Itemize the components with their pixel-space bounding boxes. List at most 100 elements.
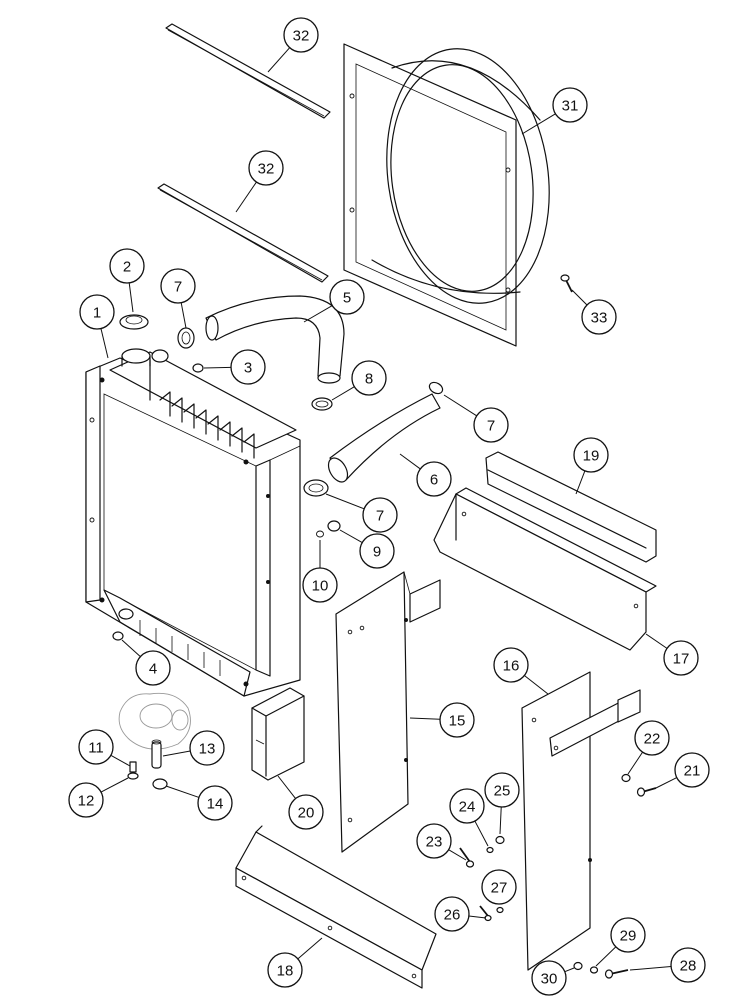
callout-circle-11 — [78, 729, 114, 765]
sleeve-13 — [151, 739, 162, 769]
callout-circle-8 — [351, 360, 387, 396]
callout-number-8: 8 — [365, 371, 373, 388]
callout-circle-32b — [248, 150, 284, 186]
callout-14: 14 — [165, 785, 233, 821]
drain-cock — [127, 761, 139, 780]
nut-25 — [495, 835, 505, 845]
leader-line-5 — [303, 305, 333, 323]
leader-line-19 — [575, 470, 586, 495]
callout-number-23: 23 — [426, 834, 443, 851]
callout-circle-6 — [416, 461, 452, 497]
callout-circle-10 — [302, 567, 338, 603]
callout-22: 22 — [627, 720, 670, 775]
callout-number-24: 24 — [459, 799, 476, 816]
hose-clamp-8 — [311, 397, 333, 411]
callout-12: 12 — [68, 777, 129, 818]
radiator-cap — [119, 314, 149, 330]
callout-circle-23 — [416, 823, 452, 859]
bolt-23 — [459, 847, 475, 868]
leader-line-2 — [128, 282, 134, 313]
callout-5: 5 — [303, 279, 365, 323]
leader-line-7b — [443, 394, 477, 417]
callout-circle-2 — [109, 248, 145, 284]
leader-line-8 — [331, 386, 355, 401]
callout-number-7a: 7 — [174, 279, 182, 296]
callout-circle-4 — [135, 650, 171, 686]
callout-circle-27 — [481, 869, 517, 905]
leader-line-23 — [448, 849, 467, 861]
leader-line-7a — [180, 302, 187, 329]
callout-circle-7b — [473, 407, 509, 443]
callout-27: 27 — [481, 869, 517, 905]
callout-33: 33 — [571, 289, 617, 335]
hose-clamp-lower-right — [428, 381, 444, 395]
callout-28: 28 — [629, 947, 706, 983]
callout-number-7b: 7 — [487, 418, 495, 435]
leader-line-17 — [645, 633, 668, 649]
callout-number-2: 2 — [123, 259, 131, 276]
leader-line-16 — [524, 675, 549, 695]
callout-circle-18 — [267, 952, 303, 988]
leader-line-21 — [655, 777, 678, 789]
leader-line-31 — [521, 113, 556, 135]
leader-line-29 — [595, 946, 617, 967]
washer-29 — [589, 966, 599, 974]
callout-16: 16 — [493, 647, 549, 695]
callout-17: 17 — [645, 633, 699, 676]
callout-circle-20 — [288, 794, 324, 830]
callout-number-30: 30 — [541, 971, 558, 988]
callout-24: 24 — [449, 788, 489, 847]
side-panel-right — [521, 671, 641, 971]
callout-number-9: 9 — [373, 544, 381, 561]
plug-3 — [192, 363, 204, 373]
callout-26: 26 — [434, 896, 487, 932]
callout-number-33: 33 — [591, 310, 608, 327]
callout-4: 4 — [121, 639, 171, 686]
callout-7b: 7 — [443, 394, 509, 443]
callout-30: 30 — [531, 960, 575, 996]
callout-13: 13 — [162, 730, 225, 766]
callout-number-31: 31 — [562, 98, 579, 115]
callout-29: 29 — [595, 917, 646, 967]
callout-21: 21 — [655, 752, 710, 789]
callout-11: 11 — [78, 729, 131, 767]
callout-19: 19 — [573, 437, 609, 495]
bolt-28 — [604, 969, 629, 979]
callout-circle-21 — [674, 752, 710, 788]
seal-strip-lower — [157, 183, 329, 283]
baffle-19 — [485, 451, 657, 563]
callout-circle-17 — [663, 640, 699, 676]
callout-number-20: 20 — [298, 805, 315, 822]
lower-hose — [327, 393, 441, 483]
callout-number-3: 3 — [244, 360, 252, 377]
callout-circle-16 — [493, 647, 529, 683]
leader-line-3 — [203, 366, 232, 369]
hose-clamp-upper — [177, 327, 195, 349]
bolt-33 — [560, 274, 573, 293]
callout-number-26: 26 — [444, 907, 461, 924]
radiator — [85, 348, 301, 697]
callout-15: 15 — [409, 702, 475, 738]
leader-line-24 — [474, 820, 489, 847]
callout-9: 9 — [339, 529, 395, 569]
callout-circle-26 — [434, 896, 470, 932]
callout-number-32b: 32 — [258, 161, 275, 178]
callout-number-21: 21 — [684, 763, 701, 780]
callout-number-5: 5 — [343, 290, 351, 307]
callout-number-25: 25 — [494, 783, 511, 800]
callout-7a: 7 — [160, 268, 196, 329]
callout-circle-24 — [449, 788, 485, 824]
callout-circle-7c — [362, 497, 398, 533]
upper-hose — [205, 295, 345, 384]
callout-number-32a: 32 — [293, 28, 310, 45]
leader-line-11 — [110, 754, 131, 767]
callout-number-16: 16 — [503, 658, 520, 675]
fan-shroud — [343, 43, 550, 347]
leader-line-22 — [627, 751, 643, 775]
callout-number-4: 4 — [149, 661, 157, 678]
side-panel-left — [335, 571, 441, 853]
callout-6: 6 — [399, 453, 452, 497]
nut-27 — [496, 906, 504, 914]
